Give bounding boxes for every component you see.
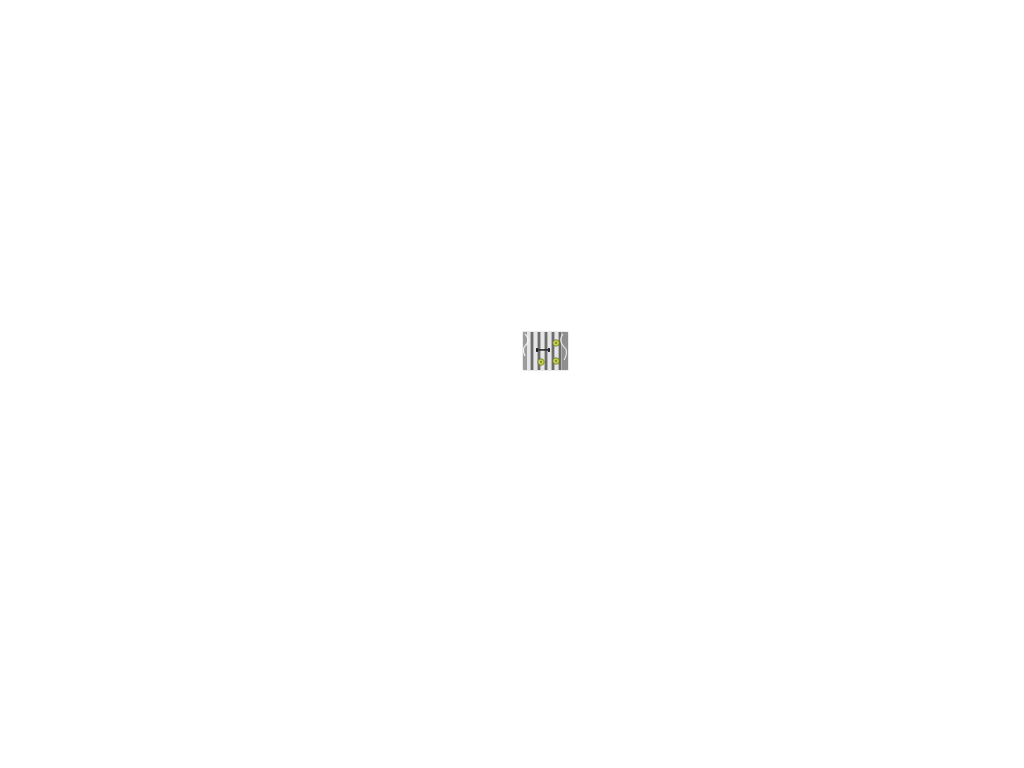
tile-strip-light-3 <box>541 332 544 370</box>
tile-strip-left <box>523 332 527 370</box>
tile-road-2 <box>560 333 567 361</box>
tile-strip-dark-2 <box>538 332 540 370</box>
tile-strip-right <box>562 332 568 370</box>
tile-crossbar-end-left <box>536 348 538 352</box>
tile-strip-dark-5 <box>559 332 561 370</box>
tile-strip-dark-4 <box>552 332 554 370</box>
tile-road-1 <box>523 333 529 357</box>
tile-strip-dark-1 <box>531 332 533 370</box>
map-tile-svg <box>523 332 568 370</box>
marker-c[interactable] <box>552 357 560 365</box>
tile-crossbar <box>536 349 550 351</box>
map-tile[interactable] <box>523 332 568 370</box>
tile-crossbar-end-right <box>548 348 550 352</box>
tile-strip-dark-3 <box>545 332 547 370</box>
marker-b[interactable] <box>537 358 545 366</box>
tile-strip-light-2 <box>534 332 537 370</box>
tile-strip-light-5 <box>555 332 558 370</box>
marker-a[interactable] <box>552 339 560 347</box>
tile-strip-light-1 <box>527 332 530 370</box>
